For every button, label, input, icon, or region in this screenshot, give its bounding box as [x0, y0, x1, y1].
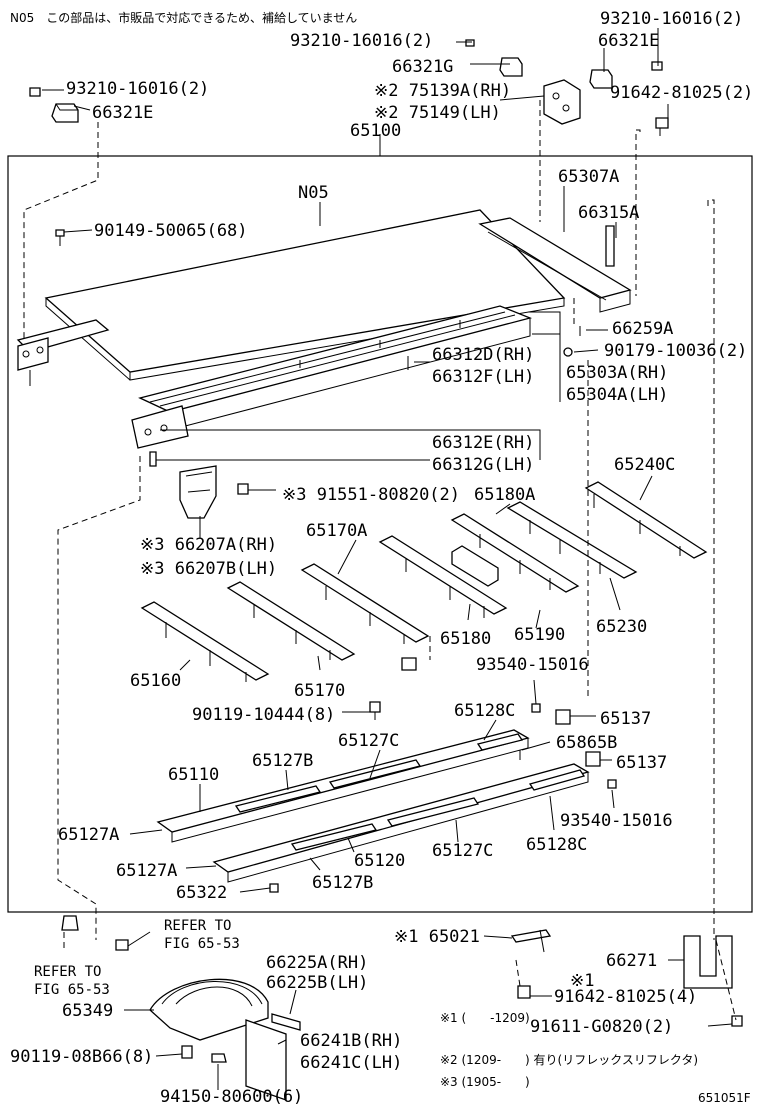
label-66312F-LH: 66312F(LH)	[432, 367, 534, 387]
label-ref-mark-1: ※1	[570, 971, 594, 991]
label-66241B-RH: 66241B(RH)	[300, 1031, 402, 1051]
footnote-2: ※2 (1209- ) 有り(リフレックスリフレクタ)	[440, 1053, 698, 1067]
label-66225B-LH: 66225B(LH)	[266, 973, 368, 993]
label-90149-50065: 90149-50065(68)	[94, 221, 248, 241]
label-65190: 65190	[514, 625, 565, 645]
label-65127C-top: 65127C	[338, 731, 399, 751]
label-93210-16016-top-right: 93210-16016(2)	[600, 9, 743, 29]
label-65303A-RH: 65303A(RH)	[566, 363, 668, 383]
label-refer-to-1: REFER TO	[164, 918, 231, 934]
label-65307A: 65307A	[558, 167, 619, 187]
label-65160: 65160	[130, 671, 181, 691]
label-66312D-RH: 66312D(RH)	[432, 345, 534, 365]
label-65170A: 65170A	[306, 521, 367, 541]
label-65240C: 65240C	[614, 455, 675, 475]
label-93540-15016-top: 93540-15016	[476, 655, 589, 675]
label-66321G: 66321G	[392, 57, 453, 77]
label-66259A: 66259A	[612, 319, 673, 339]
lower-hardware	[61, 915, 743, 1101]
label-fig-65-53-1: FIG 65-53	[164, 936, 240, 952]
label-65322: 65322	[176, 883, 227, 903]
label-66321E-left: 66321E	[92, 103, 153, 123]
label-65127B-bottom: 65127B	[312, 873, 373, 893]
label-66207B-LH: ※3 66207B(LH)	[140, 559, 277, 579]
label-65180: 65180	[440, 629, 491, 649]
figure-code: 651051F	[698, 1091, 751, 1105]
label-65128C-bottom: 65128C	[526, 835, 587, 855]
label-65021: ※1 65021	[394, 927, 480, 947]
label-65304A-LH: 65304A(LH)	[566, 385, 668, 405]
label-66271: 66271	[606, 951, 657, 971]
label-65127B-top: 65127B	[252, 751, 313, 771]
label-90119-10444: 90119-10444(8)	[192, 705, 335, 725]
label-65137-bottom: 65137	[616, 753, 667, 773]
label-93540-15016-bottom: 93540-15016	[560, 811, 673, 831]
label-65349: 65349	[62, 1001, 113, 1021]
footnote-3: ※3 (1905- )	[440, 1075, 530, 1089]
leader-lines	[42, 28, 733, 1090]
label-90119-08B66: 90119-08B66(8)	[10, 1047, 153, 1067]
label-93210-16016-top-center: 93210-16016(2)	[290, 31, 433, 51]
label-65170: 65170	[294, 681, 345, 701]
label-65865B: 65865B	[556, 733, 617, 753]
guide-lines	[23, 100, 737, 1021]
label-66207A-RH: ※3 66207A(RH)	[140, 535, 277, 555]
side-rail	[131, 305, 533, 467]
label-93210-16016-left: 93210-16016(2)	[66, 79, 209, 99]
label-65100: 65100	[350, 121, 401, 141]
footnote-1: ※1 ( -1209)	[440, 1011, 530, 1025]
label-66241C-LH: 66241C(LH)	[300, 1053, 402, 1073]
part-labels: 93210-16016(2) 93210-16016(2) 66321E 663…	[10, 9, 753, 1107]
label-91611-G0820: 91611-G0820(2)	[530, 1017, 673, 1037]
label-66225A-RH: 66225A(RH)	[266, 953, 368, 973]
label-91642-81025-bottom: 91642-81025(4)	[554, 987, 697, 1007]
label-65110: 65110	[168, 765, 219, 785]
footnotes: ※1 ( -1209) ※2 (1209- ) 有り(リフレックスリフレクタ) …	[440, 1011, 698, 1089]
label-91642-81025-top: 91642-81025(2)	[610, 83, 753, 103]
label-65127C-bottom: 65127C	[432, 841, 493, 861]
label-65137-top: 65137	[600, 709, 651, 729]
label-65180A: 65180A	[474, 485, 535, 505]
label-65127A-top: 65127A	[58, 825, 119, 845]
label-refer-to-2: REFER TO	[34, 964, 101, 980]
cross-members	[140, 481, 708, 720]
top-hardware	[29, 39, 669, 136]
label-65120: 65120	[354, 851, 405, 871]
label-90179-10036: 90179-10036(2)	[604, 341, 747, 361]
header-note: N05 この部品は、市販品で対応できるため、補給していません	[10, 10, 357, 25]
floor-board	[44, 209, 566, 381]
bracket-66207	[179, 465, 249, 519]
label-75139A-RH: ※2 75139A(RH)	[374, 81, 511, 101]
label-66321E-right: 66321E	[598, 31, 659, 51]
label-66312E-RH: 66312E(RH)	[432, 433, 534, 453]
label-65128C-top: 65128C	[454, 701, 515, 721]
label-66315A: 66315A	[578, 203, 639, 223]
label-65127A-bottom: 65127A	[116, 861, 177, 881]
label-N05: N05	[298, 183, 329, 203]
label-fig-65-53-2: FIG 65-53	[34, 982, 110, 998]
long-sills	[156, 703, 617, 893]
label-75149-LH: ※2 75149(LH)	[374, 103, 501, 123]
label-65230: 65230	[596, 617, 647, 637]
label-66312G-LH: 66312G(LH)	[432, 455, 534, 475]
label-94150-80600: 94150-80600(6)	[160, 1087, 303, 1107]
label-91551-80820: ※3 91551-80820(2)	[282, 485, 460, 505]
corner-bracket-left	[16, 319, 110, 386]
front-rail	[478, 217, 632, 357]
